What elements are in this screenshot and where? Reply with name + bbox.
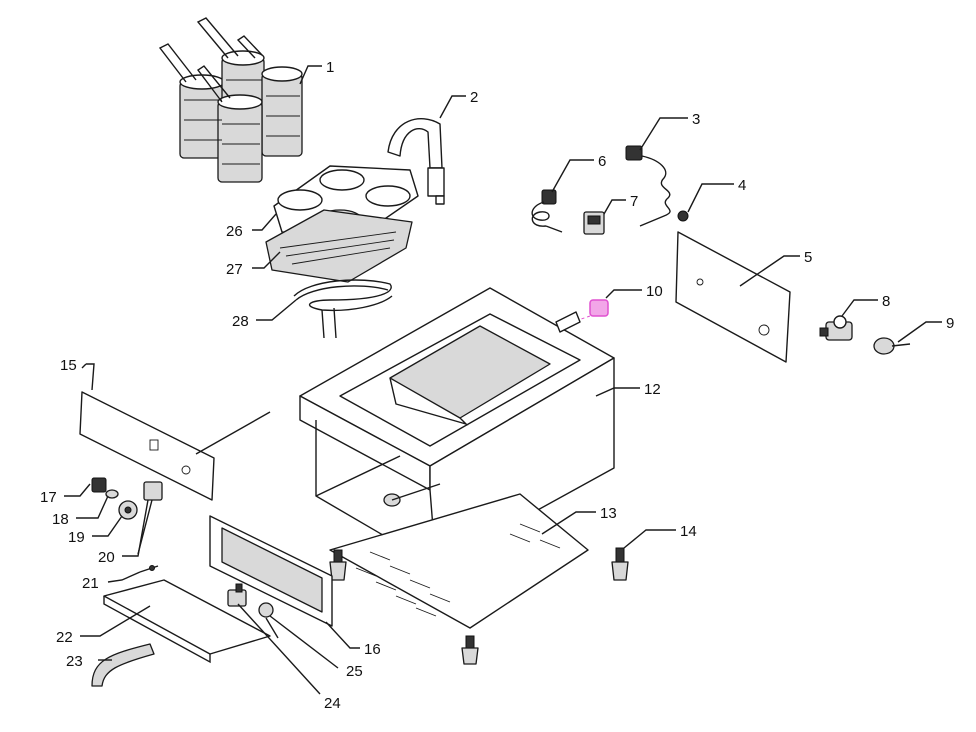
part-23-drain-pipe: [91, 643, 155, 687]
part-1-baskets: [158, 17, 303, 183]
part-14-foot: [611, 547, 629, 581]
callout-13: 13: [600, 505, 617, 522]
part-13-base-plate: [329, 493, 589, 629]
callout-9: 9: [946, 315, 954, 332]
part-8-valve: [819, 315, 853, 341]
callout-24: 24: [324, 695, 341, 712]
callout-8: 8: [882, 293, 890, 310]
callout-5: 5: [804, 249, 812, 266]
leader-lines: [64, 65, 942, 695]
part-24-drain-valve: [227, 583, 247, 607]
part-28-heating-element: [293, 279, 393, 339]
callout-27: 27: [226, 261, 243, 278]
callout-19: 19: [68, 529, 85, 546]
part-3-coiled-cable: [625, 145, 671, 227]
part-9-knob: [873, 337, 911, 355]
callout-18: 18: [52, 511, 69, 528]
callout-21: 21: [82, 575, 99, 592]
part-7-switch: [583, 211, 605, 235]
callout-6: 6: [598, 153, 606, 170]
part-27-perforated-tray: [265, 209, 413, 283]
callout-15: 15: [60, 357, 77, 374]
part-6-thermostat: [531, 189, 563, 233]
part-25-valve-knob: [258, 602, 279, 639]
callout-1: 1: [326, 59, 334, 76]
callout-10: 10: [646, 283, 663, 300]
callout-22: 22: [56, 629, 73, 646]
part-14-foot-front: [461, 635, 479, 665]
callout-23: 23: [66, 653, 83, 670]
part-20-thermostat-box: [137, 481, 163, 555]
callout-16: 16: [364, 641, 381, 658]
callout-7: 7: [630, 193, 638, 210]
callout-20: 20: [98, 549, 115, 566]
part-19-knob: [118, 500, 138, 520]
callout-26: 26: [226, 223, 243, 240]
callout-12: 12: [644, 381, 661, 398]
callout-3: 3: [692, 111, 700, 128]
callout-14: 14: [680, 523, 697, 540]
callout-2: 2: [470, 89, 478, 106]
part-15-control-panel: [79, 391, 271, 501]
callout-25: 25: [346, 663, 363, 680]
callout-17: 17: [40, 489, 57, 506]
part-17-switch: [91, 477, 107, 493]
part-18-lamp: [105, 489, 119, 499]
part-14-foot-rear: [329, 549, 347, 581]
part-5-back-panel: [675, 231, 791, 363]
part-2-water-tap: [387, 118, 445, 205]
part-22-bottom-cover: [103, 579, 271, 664]
callout-labels: 1 2 3 4 5 6 7 8 9 10 12 13 14 15 16 17 1…: [40, 59, 954, 712]
part-4-nut: [677, 210, 689, 222]
callout-4: 4: [738, 177, 746, 194]
part-16-front-fascia: [209, 515, 333, 627]
part-21-sensor: [139, 565, 159, 573]
callout-28: 28: [232, 313, 249, 330]
